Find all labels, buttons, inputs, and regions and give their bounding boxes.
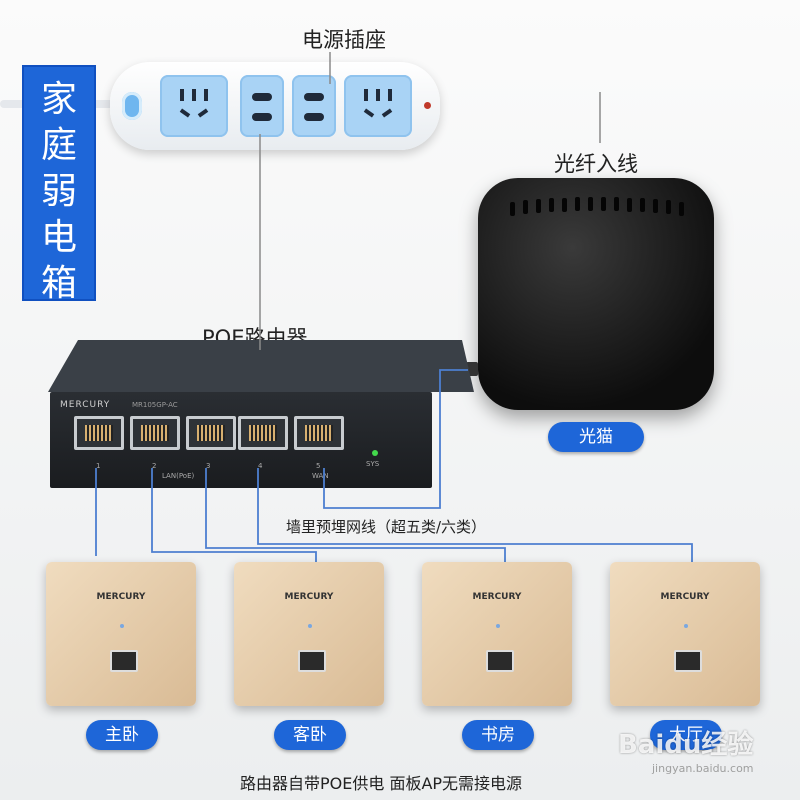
sys-label: SYS (366, 460, 380, 468)
port-number-2: 2 (152, 462, 157, 470)
ethernet-jack-icon (486, 650, 514, 672)
lan-port-2 (130, 416, 180, 450)
cable-hall (257, 468, 693, 562)
wan-label: WAN (312, 472, 329, 480)
power-strip-label: 电源插座 (302, 28, 386, 52)
wan-port (294, 416, 344, 450)
panel-brand: MERCURY (96, 592, 146, 602)
sys-led-icon (372, 450, 378, 456)
modem-label-badge: 光猫 (548, 422, 644, 452)
ethernet-jack-icon (674, 650, 702, 672)
power-indicator-icon (424, 102, 431, 109)
wall-ap-panel-4: MERCURY (610, 562, 760, 706)
lan-port-4 (238, 416, 288, 450)
router-brand: MERCURY (60, 400, 111, 410)
panel-brand: MERCURY (472, 592, 522, 602)
ethernet-jack-icon (298, 650, 326, 672)
baidu-watermark-logo: Baidu经验 (618, 730, 754, 760)
panel-brand: MERCURY (660, 592, 710, 602)
cable-wan-modem (323, 369, 468, 509)
room-label-guest-bedroom: 客卧 (274, 720, 346, 750)
port-number-5: 5 (316, 462, 321, 470)
lan-port-1 (74, 416, 124, 450)
room-label-master-bedroom: 主卧 (86, 720, 158, 750)
outlet-three-pin-2 (344, 75, 412, 137)
power-switch-icon (122, 92, 142, 120)
room-label-hall: 大厅 (650, 720, 722, 750)
outlet-two-pin-1 (240, 75, 284, 137)
outlet-two-pin-2 (292, 75, 336, 137)
fiber-in-label: 光纤入线 (554, 152, 638, 176)
footer-caption: 路由器自带POE供电 面板AP无需接电源 (240, 774, 523, 793)
port-number-1: 1 (96, 462, 101, 470)
weak-current-box-title: 家庭弱电箱 (22, 65, 96, 304)
ethernet-jack-icon (110, 650, 138, 672)
cable-guest-bedroom (151, 468, 317, 562)
cable-label: 墙里预埋网线（超五类/六类） (286, 518, 487, 536)
panel-brand: MERCURY (284, 592, 334, 602)
port-number-3: 3 (206, 462, 211, 470)
wall-ap-panel-1: MERCURY (46, 562, 196, 706)
baidu-watermark-url: jingyan.baidu.com (652, 762, 754, 775)
cable-study (205, 468, 506, 562)
lan-port-3 (186, 416, 236, 450)
room-label-study: 书房 (462, 720, 534, 750)
wall-ap-panel-2: MERCURY (234, 562, 384, 706)
port-number-4: 4 (258, 462, 263, 470)
lan-poe-label: LAN(PoE) (162, 472, 195, 480)
router-top-panel (48, 340, 474, 392)
optical-modem (478, 178, 714, 410)
box-title-text: 家庭弱电箱 (41, 79, 78, 304)
wall-ap-panel-3: MERCURY (422, 562, 572, 706)
outlet-three-pin-1 (160, 75, 228, 137)
poe-router: MERCURY MR105GP-AC 1 2 3 4 5 LAN(PoE) WA… (50, 392, 432, 488)
router-model: MR105GP-AC (132, 401, 178, 409)
